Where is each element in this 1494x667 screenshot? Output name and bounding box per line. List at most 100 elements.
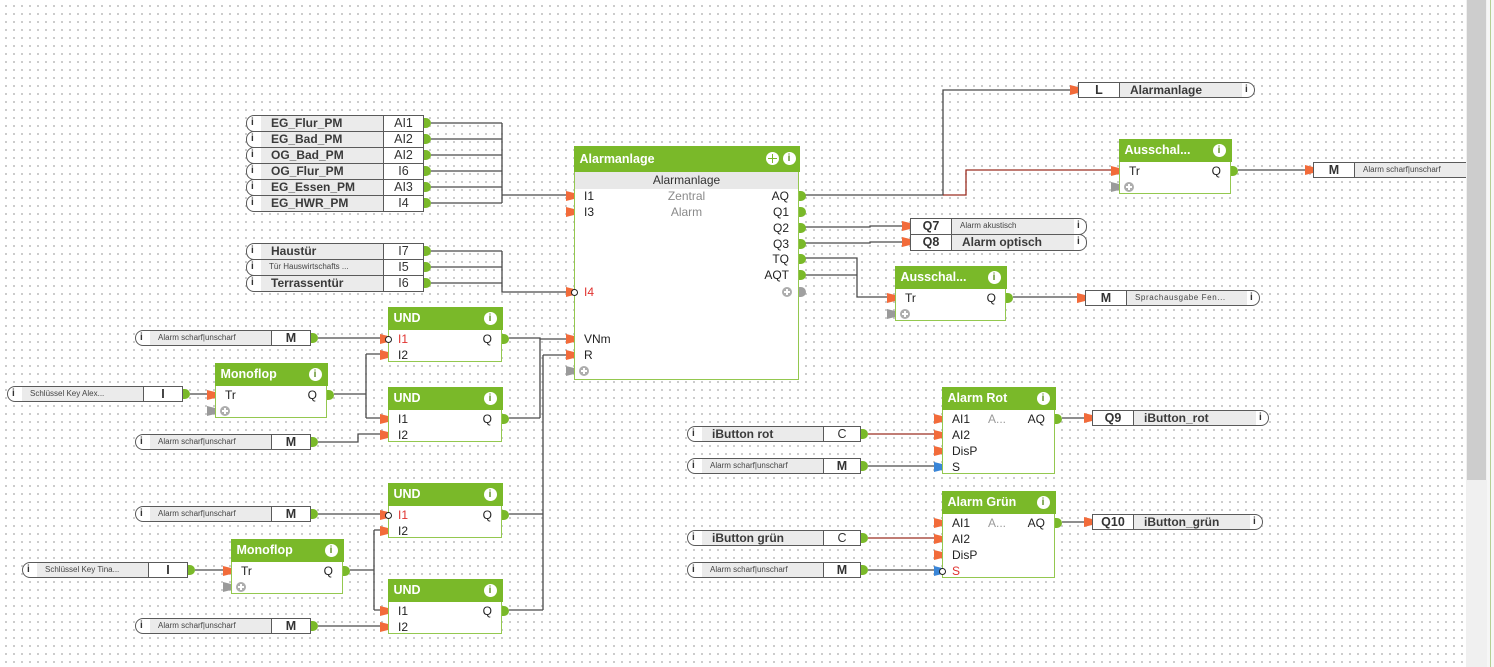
info-icon[interactable] [1247,291,1259,305]
output-connector[interactable]: M Sprachausgabe Fen... [1077,290,1260,306]
wire[interactable] [431,250,566,293]
block-alarm-rot[interactable]: Alarm Rot AI1 A... AQ AI2 DisP S [934,386,1062,474]
input-pin[interactable] [902,237,910,247]
block-header[interactable]: UND [387,578,503,602]
info-icon[interactable] [1212,143,1226,157]
output-pin[interactable] [861,429,868,439]
info-icon[interactable] [483,583,497,597]
info-icon[interactable] [688,531,702,545]
info-icon[interactable] [1242,83,1254,97]
input-connector[interactable]: Alarm scharf|unscharf M [687,458,868,474]
output-pin[interactable] [311,437,318,447]
output-pin[interactable] [502,334,509,344]
info-icon[interactable] [1036,495,1050,509]
output-pin[interactable] [424,134,431,144]
move-icon[interactable] [765,151,779,165]
output-pin[interactable] [502,606,509,616]
input-pin[interactable] [380,510,388,520]
output-connector[interactable]: L Alarmanlage [1070,82,1255,98]
input-connector[interactable]: iButton grün C [687,530,868,546]
output-pin[interactable] [424,278,431,288]
wire[interactable] [805,225,903,228]
output-pin[interactable] [424,118,431,128]
wire[interactable] [318,433,380,443]
info-icon[interactable] [136,435,150,449]
info-icon[interactable] [688,459,702,473]
output-pin[interactable] [424,246,431,256]
block-und-4[interactable]: UND I1 Q I2 [380,578,509,634]
output-connector[interactable]: M Alarm scharf|unscharf [1305,162,1466,178]
info-icon[interactable] [247,244,261,259]
info-icon[interactable] [247,196,261,211]
info-icon[interactable] [247,164,261,179]
input-connector[interactable]: Alarm scharf|unscharf M [135,330,318,346]
block-ausschalt-2[interactable]: Ausschal... Tr Q [887,265,1013,321]
output-pin[interactable] [424,198,431,208]
block-header[interactable]: Monoflop [214,362,328,386]
wire[interactable] [509,337,566,419]
input-pin[interactable] [887,293,895,303]
output-pin[interactable] [1055,518,1062,528]
block-header[interactable]: Monoflop [230,538,344,562]
block-header[interactable]: UND [387,306,503,330]
input-pin[interactable] [934,518,942,528]
block-header[interactable]: Alarm Rot [941,386,1056,410]
block-monoflop-2[interactable]: Monoflop Tr Q [223,538,350,594]
wire[interactable] [334,353,380,419]
info-icon[interactable] [1074,219,1086,234]
info-icon[interactable] [23,563,37,577]
wire[interactable] [805,257,887,298]
input-pin[interactable] [566,207,574,217]
input-pin[interactable] [1111,166,1119,176]
output-pin[interactable] [424,166,431,176]
wire[interactable] [805,89,1071,196]
output-pin[interactable] [799,207,806,217]
block-alarm-gruen[interactable]: Alarm Grün AI1 A... AQ AI2 DisP S [934,490,1062,578]
input-connector[interactable]: EG_Flur_PM AI1 [246,115,431,132]
wire-analog[interactable] [943,169,1111,196]
info-icon[interactable] [247,260,261,275]
block-header[interactable]: Ausschal... [894,265,1007,289]
output-pin[interactable] [799,191,806,201]
plus-icon[interactable] [900,309,910,319]
input-connector[interactable]: Schlüssel Key Tina... I [22,562,195,578]
output-pin[interactable] [424,150,431,160]
output-pin[interactable] [502,414,509,424]
output-pin[interactable] [1006,293,1013,303]
input-pin[interactable] [934,430,942,440]
add-input-pin[interactable] [887,309,895,319]
output-pin[interactable] [799,254,806,264]
input-connector[interactable]: Haustür I7 [246,243,431,260]
info-icon[interactable] [1250,515,1262,529]
add-input-pin[interactable] [566,366,574,376]
add-input-pin[interactable] [207,406,215,416]
input-pin[interactable] [1077,293,1085,303]
block-header[interactable]: UND [387,386,503,410]
input-connector[interactable]: OG_Bad_PM AI2 [246,147,431,164]
input-pin[interactable] [934,414,942,424]
input-connector[interactable]: Schlüssel Key Alex... I [7,386,190,402]
block-header[interactable]: Ausschal... [1118,138,1232,162]
set-input-pin[interactable] [934,462,942,472]
input-pin[interactable] [380,334,388,344]
block-und-1[interactable]: UND I1 Q I2 [380,306,509,362]
input-connector[interactable]: Terrassentür I6 [246,275,431,292]
input-pin[interactable] [1305,165,1313,175]
wire[interactable] [805,241,903,244]
output-pin[interactable] [311,621,318,631]
output-pin[interactable] [183,389,190,399]
info-icon[interactable] [247,180,261,195]
input-pin[interactable] [902,221,910,231]
block-und-3[interactable]: UND I1 Q I2 [380,482,509,538]
add-input-pin[interactable] [223,582,231,592]
wire[interactable] [350,529,380,611]
info-icon[interactable] [247,116,261,131]
input-pin[interactable] [380,414,388,424]
plus-icon[interactable] [220,406,230,416]
input-pin[interactable] [380,622,388,632]
input-connector[interactable]: Alarm scharf|unscharf M [687,562,868,578]
block-alarmanlage[interactable]: Alarmanlage Alarmanlage I1 Zentral AQ I3… [566,145,806,380]
block-ausschalt-1[interactable]: Ausschal... Tr Q [1111,138,1238,194]
input-connector[interactable]: Alarm scharf|unscharf M [135,618,318,634]
input-pin[interactable] [380,350,388,360]
